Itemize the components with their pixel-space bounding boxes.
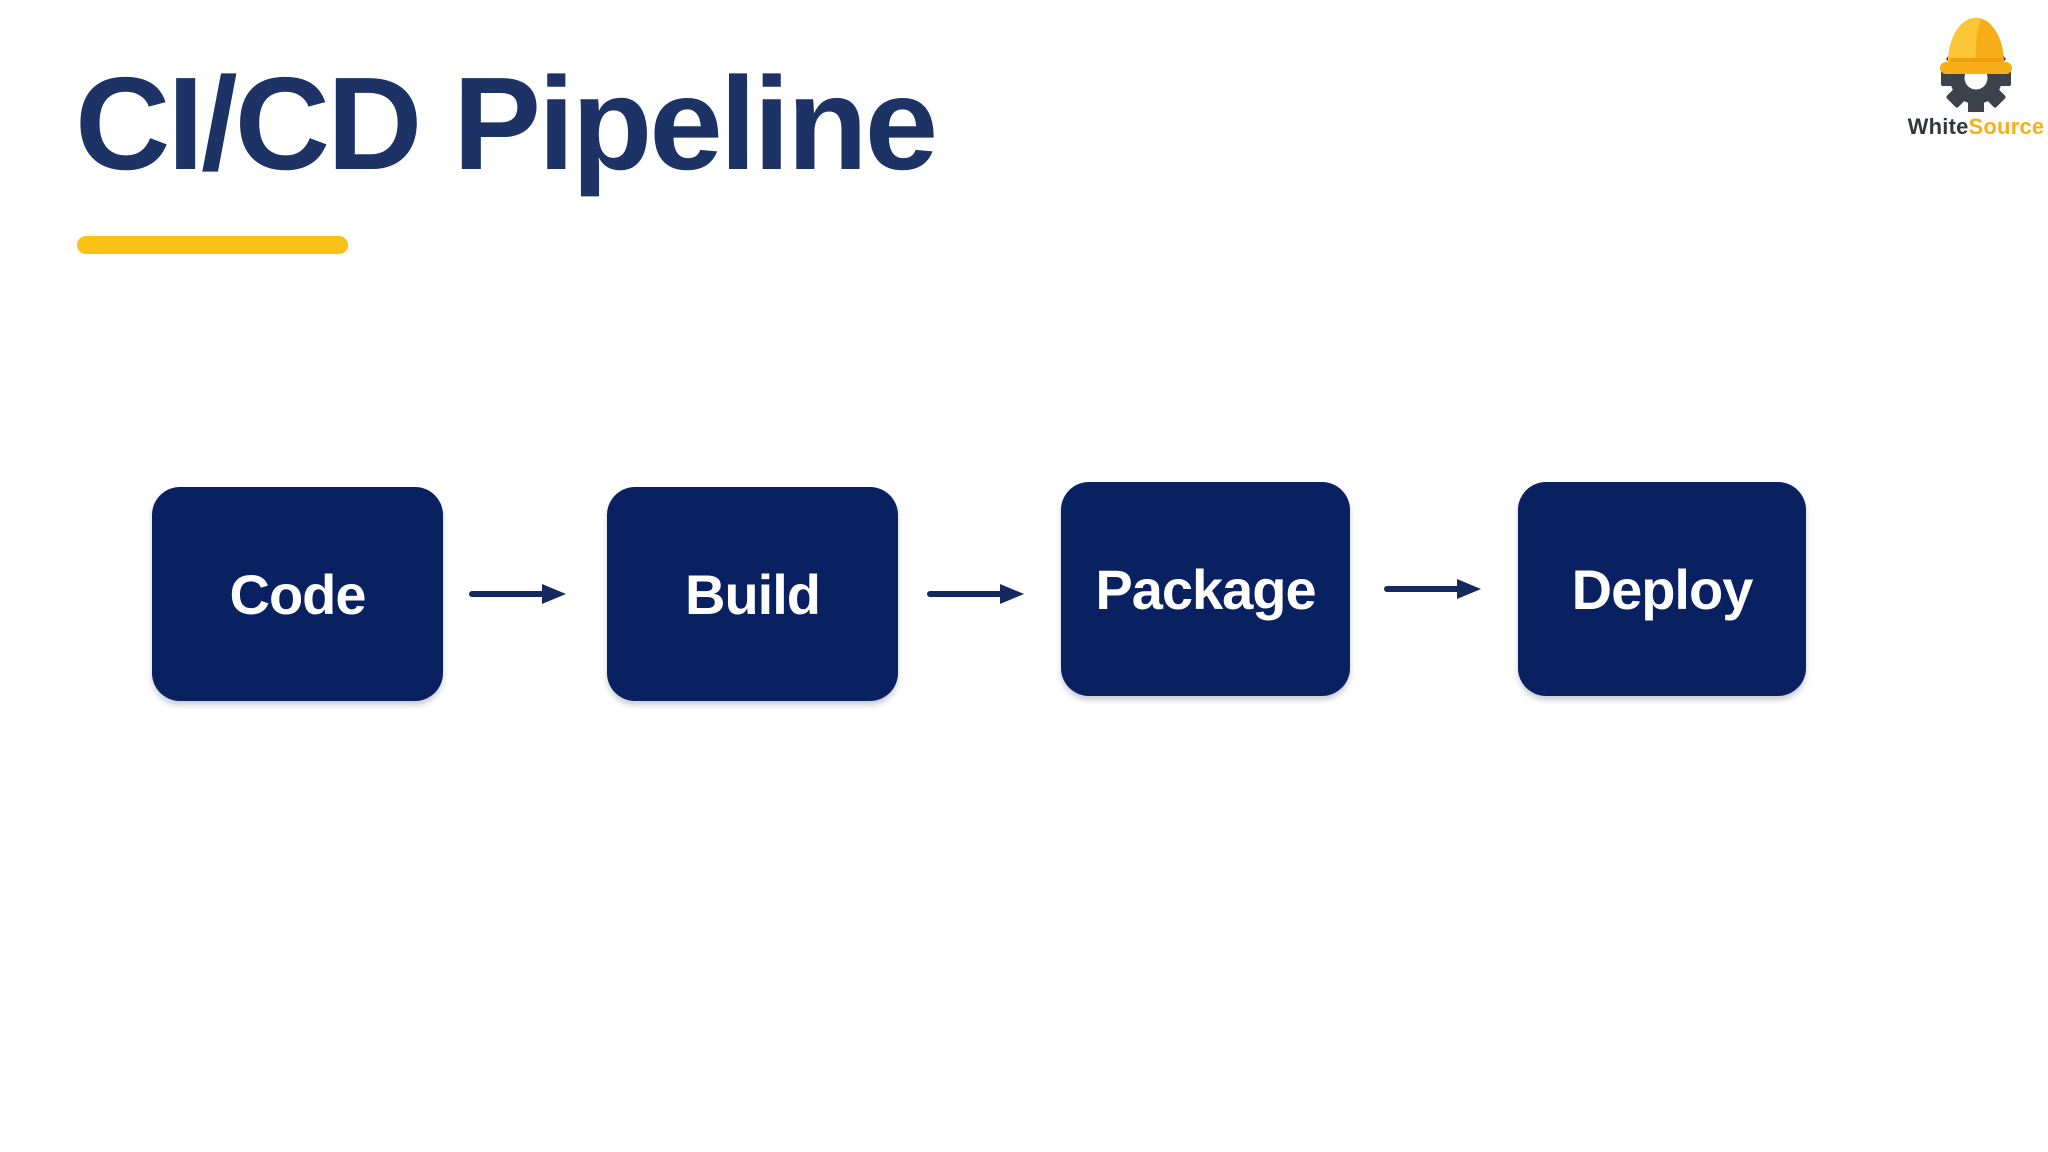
stage-box-build: Build [607, 487, 898, 701]
stage-box-package: Package [1061, 482, 1350, 696]
stage-box-deploy: Deploy [1518, 482, 1806, 696]
title-underline-bar [77, 236, 348, 254]
whitesource-wordmark: WhiteSource [1908, 114, 2045, 140]
right-arrow-icon [1384, 579, 1481, 599]
right-arrow-icon [927, 584, 1024, 604]
page-title: CI/CD Pipeline [75, 50, 938, 197]
brand-text-white: White [1907, 114, 1969, 139]
hard-hat-gear-icon [1940, 18, 2012, 112]
brand-text-source: Source [1968, 114, 2045, 139]
stage-label: Code [229, 562, 367, 626]
right-arrow-icon [469, 584, 566, 604]
stage-label: Package [1095, 557, 1316, 621]
whitesource-logo: WhiteSource [1900, 8, 2048, 140]
stage-label: Build [685, 562, 821, 626]
stage-label: Deploy [1571, 557, 1754, 621]
stage-box-code: Code [152, 487, 443, 701]
